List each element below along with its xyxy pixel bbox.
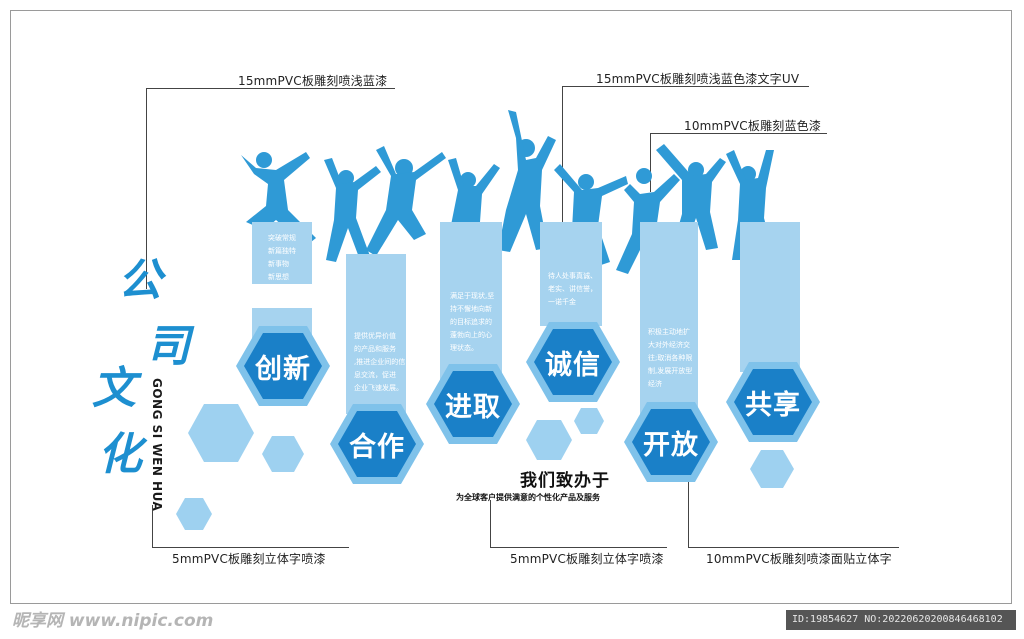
decorative-hexagon — [188, 404, 254, 462]
decorative-hexagon — [526, 420, 572, 460]
slogan-sub: 为全球客户提供满意的个性化产品及服务 — [456, 493, 600, 502]
value-label: 共享 — [745, 389, 801, 421]
column-text-4: 待人处事真诚、 老实、讲信誉， 一诺千金 — [548, 272, 597, 306]
value-badge-innovation: 创新 — [236, 326, 330, 406]
value-label: 开放 — [643, 429, 699, 461]
value-label: 诚信 — [545, 349, 601, 381]
callout-line-top-right — [650, 133, 827, 192]
value-badge-integrity: 诚信 — [526, 322, 620, 402]
value-badge-progress: 进取 — [426, 364, 520, 444]
title-char-wen: 文 — [92, 363, 136, 414]
callout-bottom-left: 5mmPVC板雕刻立体字喷漆 — [172, 552, 326, 566]
value-badge-openness: 开放 — [624, 402, 718, 482]
title-char-gong: 公 — [118, 255, 162, 306]
decorative-hexagon — [750, 450, 794, 488]
design-frame — [10, 10, 1012, 604]
column-text-5: 积极主动地扩 大对外经济交 往;取消各种限 制,发展开放型 经济 — [648, 328, 693, 388]
callout-bottom-center: 5mmPVC板雕刻立体字喷漆 — [510, 552, 664, 566]
decorative-hexagon — [176, 498, 212, 530]
callout-line-top-left — [146, 88, 395, 289]
column-3 — [440, 222, 502, 384]
column-text-2: 提供优异价值 的产品和服务 ,推进企业间的信 息交流，促进 企业飞速发展。 — [354, 332, 406, 392]
slogan-main: 我们致办于 — [520, 471, 610, 491]
value-label: 进取 — [445, 391, 501, 423]
callout-line-bottom-left — [152, 505, 349, 548]
value-badge-cooperation: 合作 — [330, 404, 424, 484]
title-char-hua: 化 — [98, 429, 142, 480]
column-2 — [346, 254, 406, 414]
callout-line-bottom-right — [688, 480, 899, 548]
watermark-id: ID:19854627 NO:20220620200846468102 — [786, 610, 1016, 630]
title-char-si: 司 — [146, 321, 190, 372]
column-6 — [740, 222, 800, 372]
column-text-3: 满足于现状,坚 持不懈地向新 的目标追求的 蓬勃向上的心 理状态。 — [450, 292, 495, 352]
callout-top-left: 15mmPVC板雕刻喷浅蓝漆 — [238, 74, 388, 88]
column-text-1: 突破常规 新篇独特 新事物 新思想 — [268, 234, 296, 281]
column-5 — [640, 222, 698, 416]
value-badge-sharing: 共享 — [726, 362, 820, 442]
column-1 — [252, 222, 312, 284]
callout-line-top-center — [562, 86, 809, 291]
callout-bottom-right: 10mmPVC板雕刻喷漆面贴立体字 — [706, 552, 892, 566]
column-4 — [540, 222, 602, 326]
value-label: 创新 — [255, 353, 311, 385]
title-pinyin: GONG SI WEN HUA — [150, 378, 164, 512]
callout-top-center: 15mmPVC板雕刻喷浅蓝色漆文字UV — [596, 72, 800, 86]
value-label: 合作 — [349, 431, 405, 463]
watermark-site: 昵享网 www.nipic.com — [12, 611, 214, 631]
callout-line-bottom-center — [490, 500, 667, 548]
decorative-hexagon — [262, 436, 304, 472]
decorative-hexagon — [574, 408, 604, 434]
callout-top-right: 10mmPVC板雕刻蓝色漆 — [684, 119, 822, 133]
